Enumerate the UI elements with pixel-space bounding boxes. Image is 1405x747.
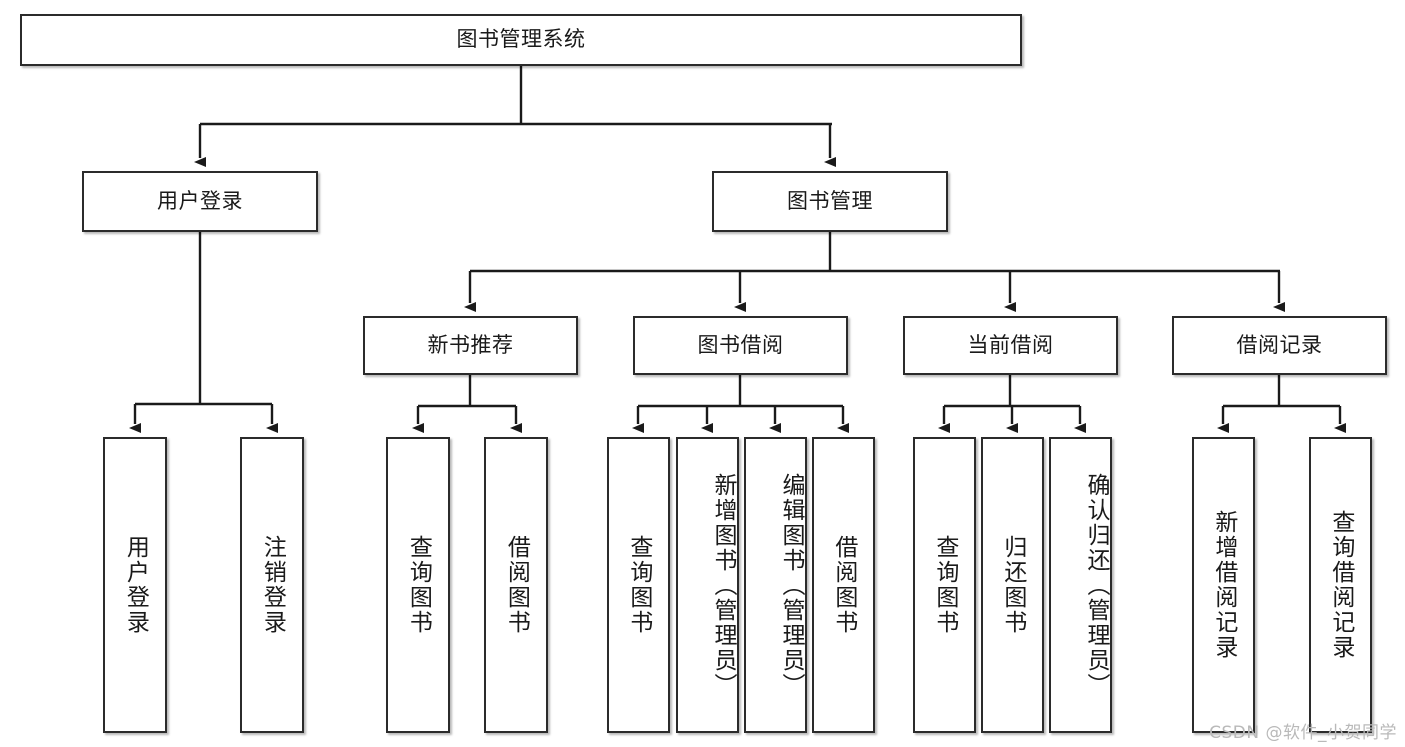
- node-borrow-records-label: 借阅记录: [1236, 332, 1323, 357]
- node-leaf-query-borrow-record[interactable]: 查询借阅记录: [1309, 437, 1372, 733]
- node-leaf-confirm-return-admin[interactable]: 确认归还（管理员）: [1049, 437, 1112, 733]
- watermark: CSDN @软件_小贺同学: [1209, 723, 1397, 743]
- node-leaf-confirm-return-admin-label: 确认归还（管理员）: [1083, 472, 1109, 698]
- node-borrow-records[interactable]: 借阅记录: [1172, 316, 1387, 375]
- node-leaf-add-book-admin[interactable]: 新增图书（管理员）: [676, 437, 739, 733]
- node-current-borrow-label: 当前借阅: [967, 332, 1054, 357]
- node-leaf-edit-book-admin[interactable]: 编辑图书（管理员）: [744, 437, 807, 733]
- node-leaf-query-books-recommend-label: 查询图书: [405, 535, 432, 635]
- node-leaf-query-books-current[interactable]: 查询图书: [913, 437, 976, 733]
- node-current-borrow[interactable]: 当前借阅: [903, 316, 1118, 375]
- node-book-management[interactable]: 图书管理: [712, 171, 948, 232]
- node-user-login[interactable]: 用户登录: [82, 171, 318, 232]
- node-leaf-logout-login[interactable]: 注销登录: [240, 437, 304, 733]
- node-leaf-return-book-label: 归还图书: [999, 535, 1026, 635]
- node-root-label: 图书管理系统: [456, 27, 586, 52]
- node-new-book-recommend[interactable]: 新书推荐: [363, 316, 578, 375]
- node-leaf-query-borrow-record-label: 查询借阅记录: [1327, 510, 1354, 660]
- node-leaf-add-borrow-record-label: 新增借阅记录: [1210, 510, 1237, 660]
- node-leaf-query-books-borrow[interactable]: 查询图书: [607, 437, 670, 733]
- node-book-borrow[interactable]: 图书借阅: [633, 316, 848, 375]
- node-new-book-recommend-label: 新书推荐: [427, 332, 514, 357]
- node-leaf-borrow-book-label: 借阅图书: [830, 535, 857, 635]
- node-book-borrow-label: 图书借阅: [697, 332, 784, 357]
- node-leaf-query-books-borrow-label: 查询图书: [625, 535, 652, 635]
- node-leaf-query-books-recommend[interactable]: 查询图书: [386, 437, 450, 733]
- node-leaf-borrow-book[interactable]: 借阅图书: [812, 437, 875, 733]
- node-leaf-return-book[interactable]: 归还图书: [981, 437, 1044, 733]
- node-leaf-user-login-label: 用户登录: [122, 535, 149, 635]
- node-leaf-query-books-current-label: 查询图书: [931, 535, 958, 635]
- node-leaf-edit-book-admin-label: 编辑图书（管理员）: [778, 472, 804, 698]
- node-leaf-borrow-books-recommend-label: 借阅图书: [503, 535, 530, 635]
- node-leaf-logout-login-label: 注销登录: [259, 535, 286, 635]
- node-leaf-add-book-admin-label: 新增图书（管理员）: [710, 472, 736, 698]
- node-root[interactable]: 图书管理系统: [20, 14, 1022, 66]
- node-leaf-add-borrow-record[interactable]: 新增借阅记录: [1192, 437, 1255, 733]
- node-user-login-label: 用户登录: [157, 188, 243, 213]
- node-leaf-borrow-books-recommend[interactable]: 借阅图书: [484, 437, 548, 733]
- node-book-management-label: 图书管理: [787, 188, 873, 213]
- node-leaf-user-login[interactable]: 用户登录: [103, 437, 167, 733]
